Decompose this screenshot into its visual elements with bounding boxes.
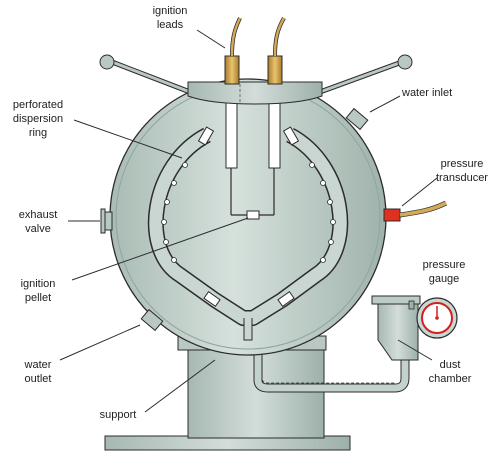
label-exhaust-valve: exhaust valve	[19, 209, 58, 235]
svg-text:ignition: ignition	[153, 5, 188, 17]
svg-text:pressure: pressure	[441, 158, 484, 170]
svg-text:valve: valve	[25, 223, 51, 235]
svg-text:transducer: transducer	[436, 172, 488, 184]
svg-text:dust: dust	[440, 359, 461, 371]
svg-text:dispersion: dispersion	[13, 113, 63, 125]
ring-clamps	[197, 126, 300, 307]
dust-chamber	[253, 295, 421, 393]
label-dust-chamber: dust chamber	[429, 359, 472, 385]
ignition-lead-connectors	[224, 16, 286, 85]
dispersion-ring	[147, 126, 349, 341]
pressure-gauge	[408, 297, 458, 339]
label-water-outlet: water outlet	[24, 359, 52, 385]
label-support: support	[100, 409, 137, 421]
exhaust-valve	[100, 208, 113, 234]
svg-text:outlet: outlet	[25, 373, 52, 385]
label-ignition-leads: ignition leads	[153, 5, 188, 31]
svg-text:ring: ring	[29, 127, 47, 139]
label-perforated-dispersion-ring: perforated dispersion ring	[13, 99, 63, 139]
pressure-transducer	[383, 200, 448, 222]
svg-text:pressure: pressure	[423, 259, 466, 271]
leader-lines	[59, 29, 438, 413]
svg-text:ignition: ignition	[21, 278, 56, 290]
svg-text:chamber: chamber	[429, 373, 472, 385]
svg-text:pellet: pellet	[25, 292, 51, 304]
perforation-holes	[161, 162, 336, 263]
top-lid	[99, 54, 413, 105]
label-pressure-gauge: pressure gauge	[423, 259, 466, 285]
svg-text:support: support	[100, 409, 137, 421]
svg-text:water inlet: water inlet	[401, 87, 452, 99]
svg-text:leads: leads	[157, 19, 184, 31]
water-outlet-fitting	[140, 308, 164, 332]
water-inlet-fitting	[345, 107, 369, 131]
label-ignition-pellet: ignition pellet	[21, 278, 56, 304]
svg-text:perforated: perforated	[13, 99, 63, 111]
svg-text:gauge: gauge	[429, 273, 460, 285]
label-pressure-transducer: pressure transducer	[436, 158, 488, 184]
label-water-inlet: water inlet	[401, 87, 452, 99]
svg-text:water: water	[24, 359, 52, 371]
svg-text:exhaust: exhaust	[19, 209, 58, 221]
